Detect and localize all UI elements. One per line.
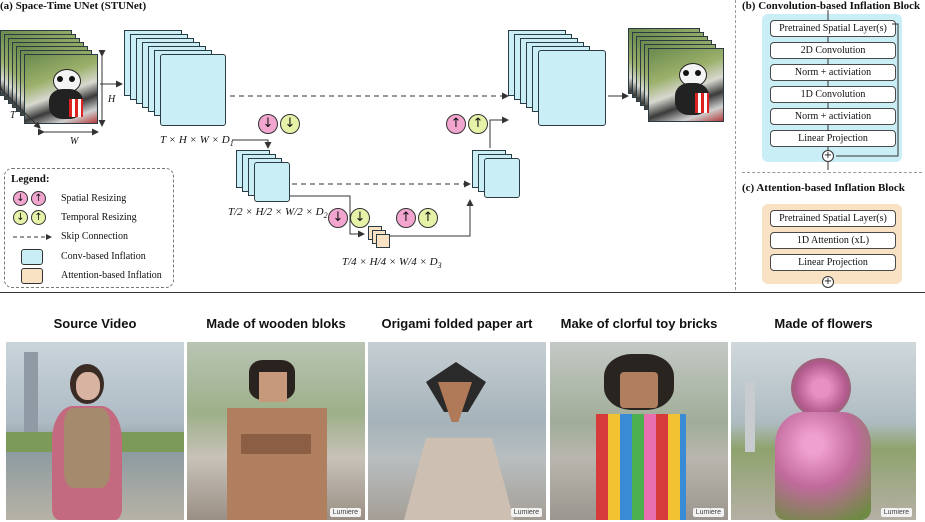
attn-1d-attention: 1D Attention (xL) <box>770 232 896 249</box>
panel-c-title: (c) Attention-based Inflation Block <box>742 182 905 194</box>
formula-3: T/4 × H/4 × W/4 × D3 <box>342 256 442 271</box>
conv-1d-convolution: 1D Convolution <box>770 86 896 103</box>
panel-b-title: (b) Convolution-based Inflation Block <box>742 0 921 12</box>
legend-spatial-label: Spatial Resizing <box>61 193 127 204</box>
legend-temporal-down-icon: ↓ <box>13 210 28 225</box>
legend-conv-swatch <box>21 249 43 265</box>
lumiere-badge-3: Lumiere <box>692 508 724 517</box>
temporal-up-icon: ↑ <box>468 114 488 134</box>
gallery-title-flowers: Made of flowers <box>774 316 873 331</box>
legend-temporal-up-icon: ↑ <box>31 210 46 225</box>
attn-inflation-block: Pretrained Spatial Layer(s) 1D Attention… <box>762 204 902 284</box>
conv-norm-activation-2: Norm + activiation <box>770 108 896 125</box>
formula-2: T/2 × H/2 × W/2 × D2 <box>228 206 328 221</box>
temporal-down-icon-2: ↓ <box>350 208 370 228</box>
legend-skip-arrow-icon <box>13 234 52 240</box>
panel-divider <box>735 0 736 290</box>
legend-conv-label: Conv-based Inflation <box>61 251 146 262</box>
conv-2d-convolution: 2D Convolution <box>770 42 896 59</box>
conv-linear-projection: Linear Projection <box>770 130 896 147</box>
flowers-frame: Lumiere <box>731 342 916 520</box>
panel-a-title: (a) Space-Time UNet (STUNet) <box>0 0 147 12</box>
temporal-down-icon: ↓ <box>280 114 300 134</box>
spatial-down-icon: ↓ <box>258 114 278 134</box>
section-divider <box>0 292 925 293</box>
conv-norm-activation-1: Norm + activiation <box>770 64 896 81</box>
lumiere-badge-4: Lumiere <box>880 508 912 517</box>
spatial-up-icon: ↑ <box>446 114 466 134</box>
gallery-title-origami: Origami folded paper art <box>381 316 533 331</box>
source-video-frame <box>6 342 184 520</box>
formula-1: T × H × W × D1 <box>160 134 234 149</box>
conv-inflation-block: Pretrained Spatial Layer(s) 2D Convoluti… <box>762 14 902 162</box>
gallery-title-source: Source Video <box>53 316 137 331</box>
h-label: H <box>108 94 116 105</box>
legend-skip-label: Skip Connection <box>61 231 128 242</box>
legend-spatial-down-icon: ↓ <box>13 191 28 206</box>
legend-attn-swatch <box>21 268 43 284</box>
w-label: W <box>70 136 79 147</box>
gallery-title-bricks: Make of clorful toy bricks <box>560 316 718 331</box>
panel-bc-divider <box>742 172 922 173</box>
lumiere-badge-2: Lumiere <box>510 508 542 517</box>
panda-output-frame <box>648 48 724 122</box>
spatial-down-icon-2: ↓ <box>328 208 348 228</box>
legend-title: Legend: <box>11 173 50 185</box>
attn-plus-icon: + <box>822 276 834 288</box>
spatial-up-icon-2: ↑ <box>396 208 416 228</box>
origami-frame: Lumiere <box>368 342 546 520</box>
conv-plus-icon: + <box>822 150 834 162</box>
wooden-blocks-frame: Lumiere <box>187 342 365 520</box>
legend: Legend: ↓ ↑ Spatial Resizing ↓ ↑ Tempora… <box>4 168 174 288</box>
temporal-up-icon-2: ↑ <box>418 208 438 228</box>
attn-pretrained-layer: Pretrained Spatial Layer(s) <box>770 210 896 227</box>
legend-attn-label: Attention-based Inflation <box>61 270 162 281</box>
conv-block-arrows <box>827 10 899 170</box>
conv-pretrained-layer: Pretrained Spatial Layer(s) <box>770 20 896 37</box>
diagram-arrows <box>0 50 629 238</box>
legend-temporal-label: Temporal Resizing <box>61 212 137 223</box>
attn-linear-projection: Linear Projection <box>770 254 896 271</box>
gallery-title-wood: Made of wooden bloks <box>206 316 346 331</box>
lumiere-badge-1: Lumiere <box>329 508 361 517</box>
toy-bricks-frame: Lumiere <box>550 342 728 520</box>
legend-spatial-up-icon: ↑ <box>31 191 46 206</box>
